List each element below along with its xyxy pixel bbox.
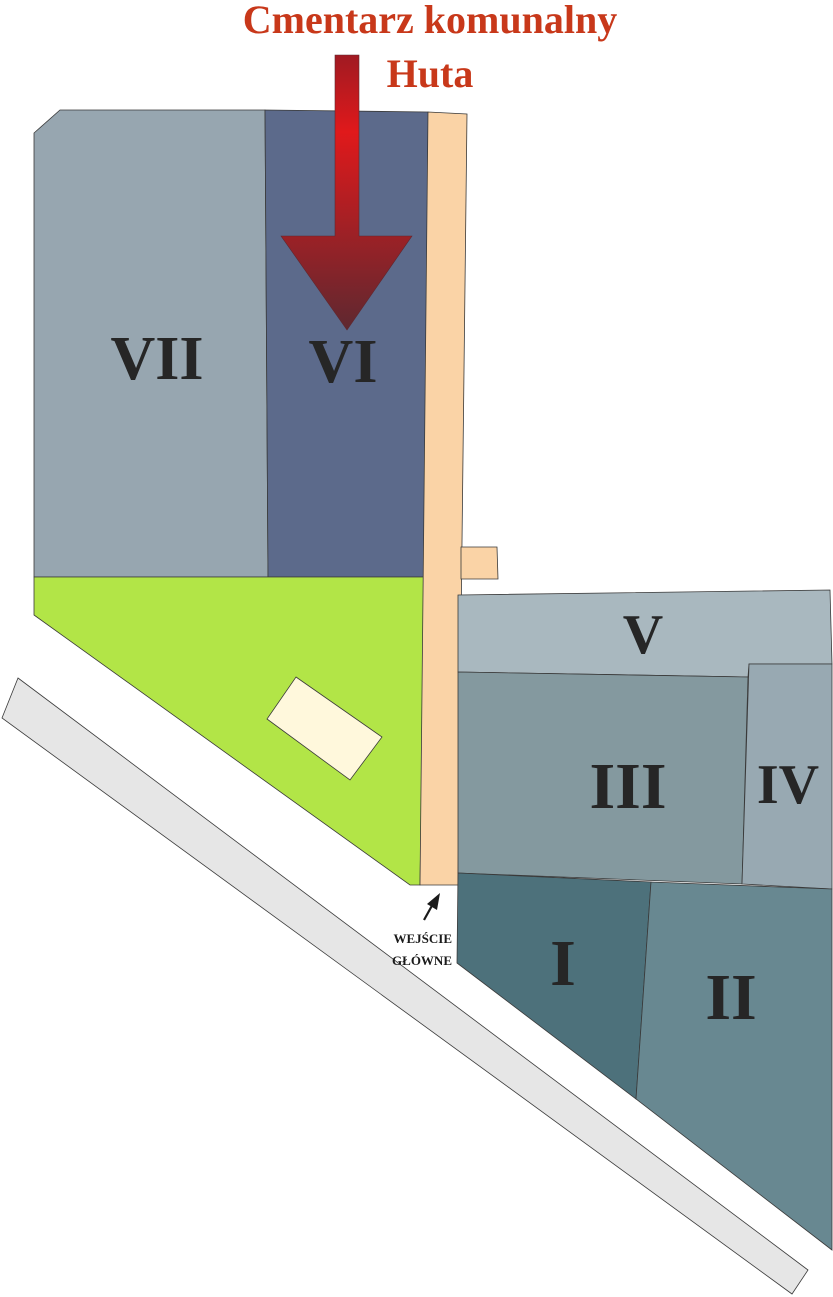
section-label-iii: III xyxy=(589,750,666,823)
section-ii-area[interactable] xyxy=(635,881,833,1251)
section-label-iv: IV xyxy=(757,754,819,816)
down-arrow-icon xyxy=(280,54,413,331)
road xyxy=(1,677,809,1295)
section-label-vi: VI xyxy=(309,328,378,396)
up-arrow-icon xyxy=(423,893,440,921)
map-title-line2: Huta xyxy=(387,51,474,96)
section-label-vii: VII xyxy=(110,325,203,393)
section-label-v: V xyxy=(623,604,663,666)
path-stub xyxy=(460,546,499,580)
section-label-i: I xyxy=(550,927,576,1000)
entrance-label-line2: GŁÓWNE xyxy=(392,953,452,968)
map-title-line1: Cmentarz komunalny xyxy=(243,0,617,42)
entrance-label-line1: WEJŚCIE xyxy=(393,931,452,946)
building xyxy=(266,676,383,781)
green-area xyxy=(33,576,426,886)
section-label-ii: II xyxy=(705,961,756,1034)
